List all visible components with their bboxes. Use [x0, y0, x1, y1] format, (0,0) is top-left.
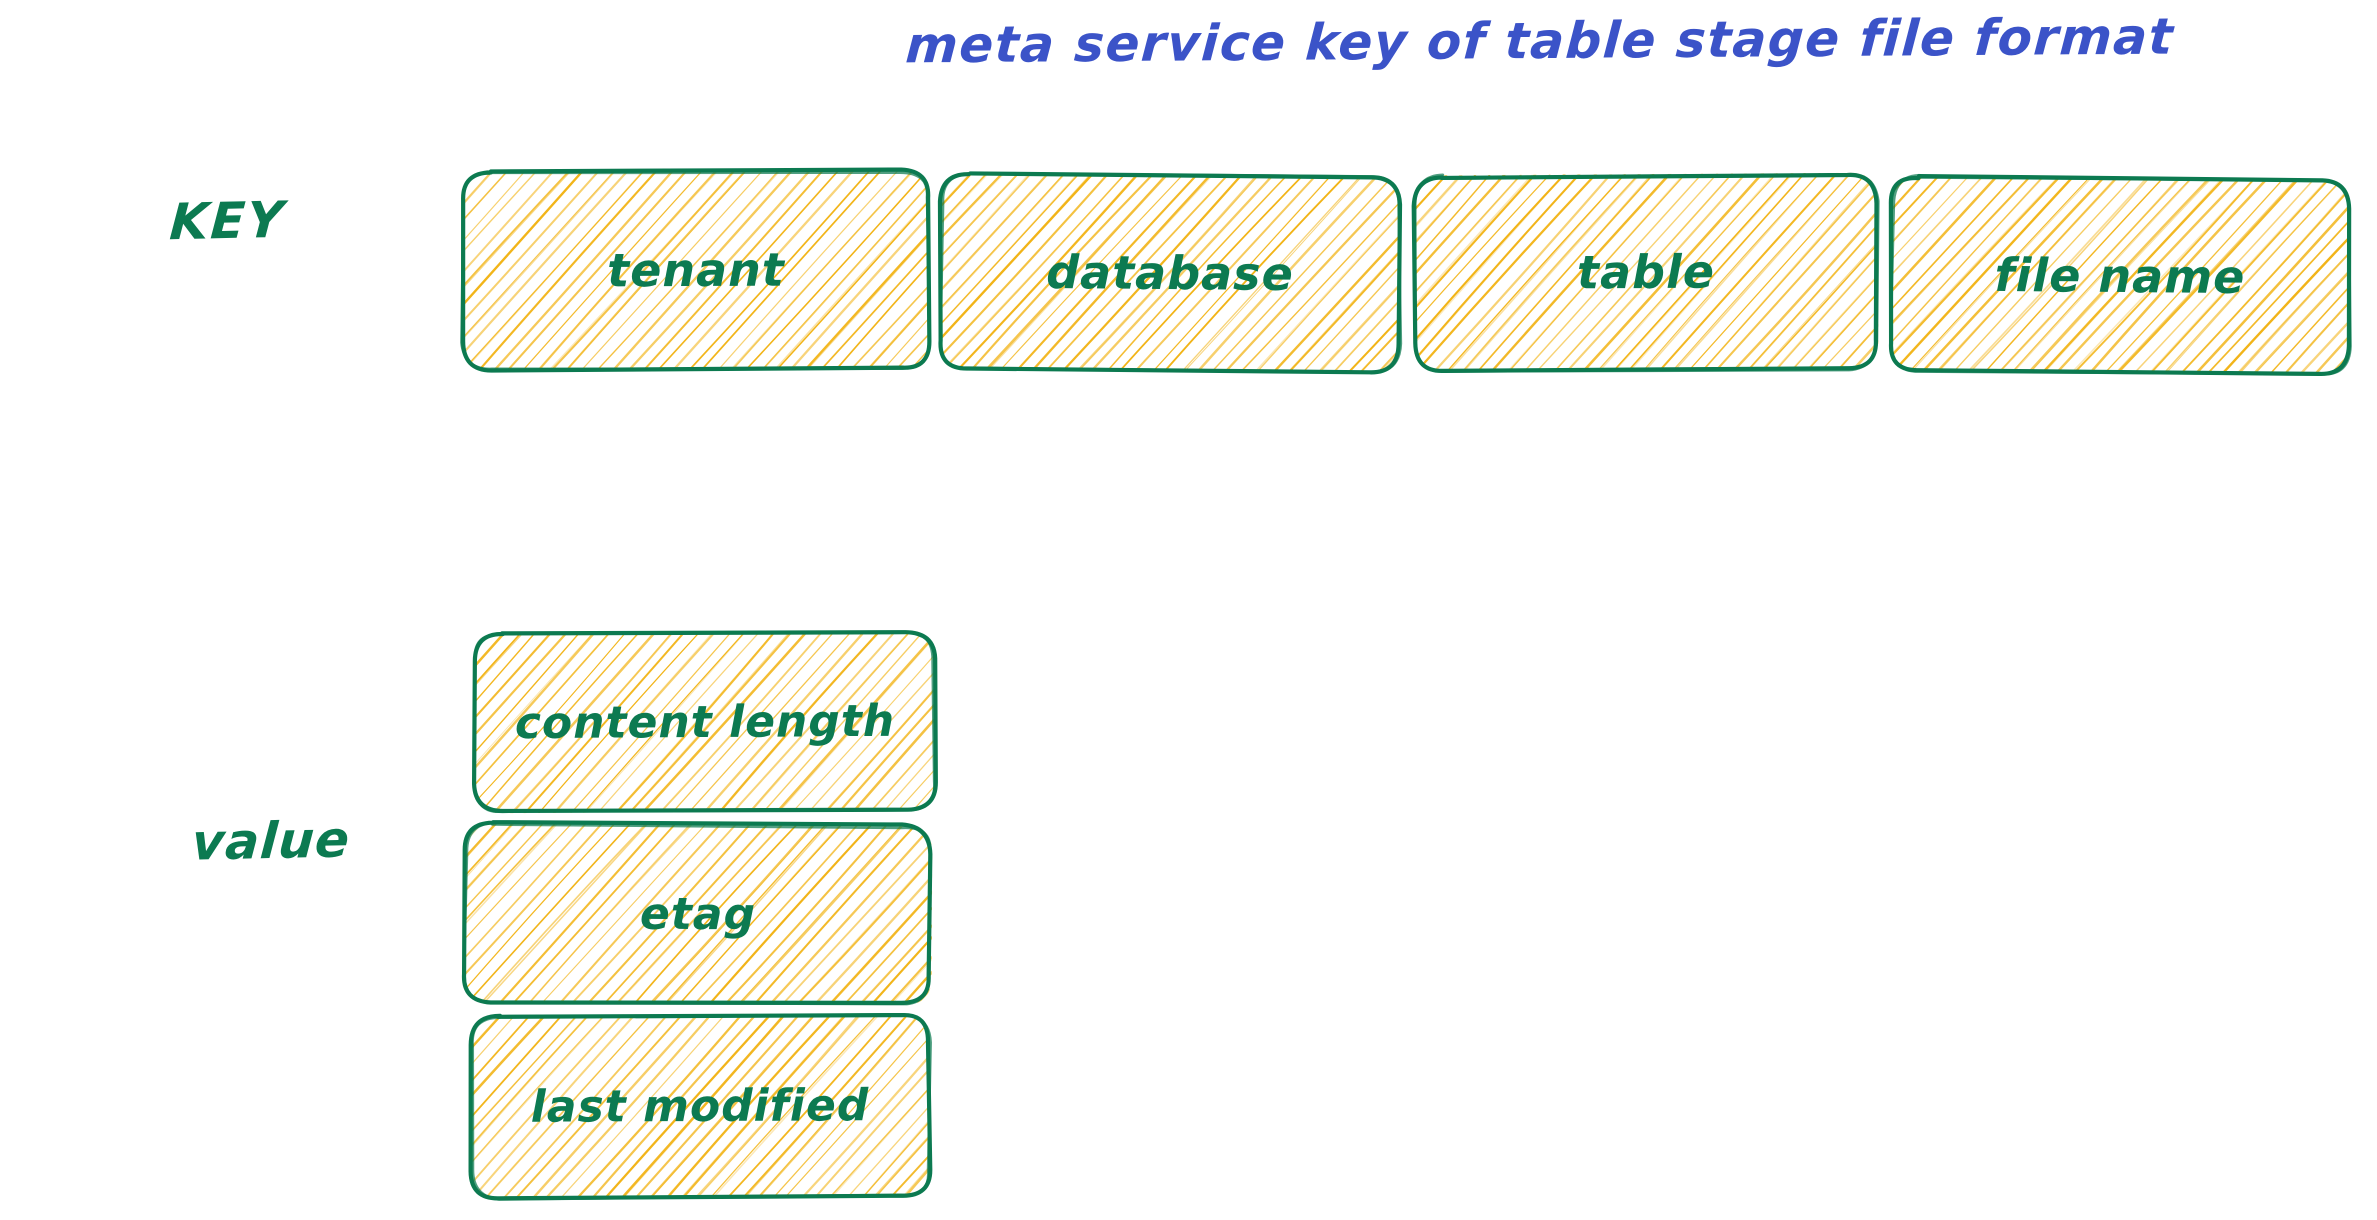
key-row-label: KEY: [167, 190, 288, 252]
key-box-tenant[interactable]: tenant: [460, 167, 933, 373]
sketch-rect-content-length: [471, 630, 938, 814]
sketch-rect-table: [1411, 172, 1880, 373]
sketch-rect-last-modified: [468, 1012, 933, 1201]
key-box-database[interactable]: database: [937, 170, 1403, 376]
sketch-rect-filename: [1888, 173, 2352, 377]
key-box-table[interactable]: table: [1411, 171, 1880, 374]
sketch-rect-tenant: [460, 167, 932, 373]
page-title: meta service key of table stage file for…: [904, 7, 2176, 75]
value-box-etag[interactable]: etag: [461, 820, 935, 1007]
value-box-last-modified[interactable]: last modified: [468, 1011, 933, 1201]
sketch-rect-etag: [461, 820, 933, 1006]
value-box-content-length[interactable]: content length: [471, 629, 938, 816]
sketch-rect-database: [937, 171, 1403, 375]
key-box-filename[interactable]: file name: [1887, 173, 2353, 378]
value-row-label: value: [189, 810, 353, 872]
